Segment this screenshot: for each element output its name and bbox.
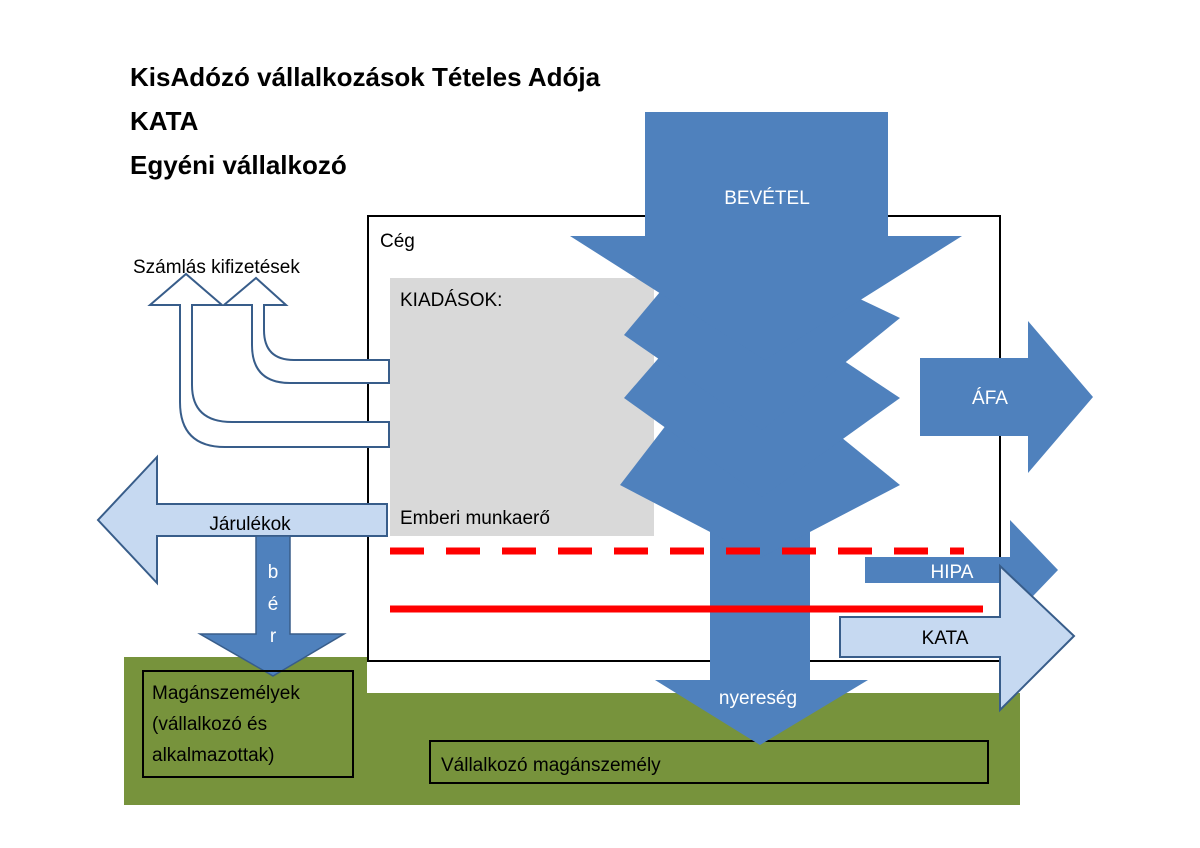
profit-label: nyereség bbox=[719, 688, 797, 709]
company-label: Cég bbox=[380, 231, 415, 252]
contributions-label: Járulékok bbox=[209, 514, 291, 535]
salary-letter-1: b bbox=[268, 562, 279, 583]
expenses-box bbox=[390, 278, 654, 536]
vat-label: ÁFA bbox=[972, 388, 1008, 409]
salary-letter-2: é bbox=[268, 594, 279, 615]
salary-arrow bbox=[197, 535, 347, 677]
revenue-label: BEVÉTEL bbox=[724, 188, 810, 209]
entrepreneur-label: Vállalkozó magánszemély bbox=[441, 755, 661, 776]
human-labor-label: Emberi munkaerő bbox=[400, 508, 550, 529]
kata-arrow bbox=[839, 563, 1076, 713]
expenses-heading: KIADÁSOK: bbox=[400, 290, 502, 311]
invoiced-payment-arrow-outer bbox=[147, 272, 390, 448]
invoiced-payments-label: Számlás kifizetések bbox=[133, 257, 300, 278]
private-persons-line-2: (vállalkozó és bbox=[152, 714, 267, 735]
hipa-arrow bbox=[865, 520, 1058, 620]
kata-label: KATA bbox=[922, 628, 969, 649]
entrepreneur-box bbox=[429, 740, 989, 784]
private-persons-line-1: Magánszemélyek bbox=[152, 683, 300, 704]
title-line-3: Egyéni vállalkozó bbox=[130, 150, 347, 180]
invoiced-payment-arrow-inner bbox=[221, 276, 390, 384]
contributions-arrow bbox=[96, 454, 388, 586]
hipa-label: HIPA bbox=[931, 562, 974, 583]
title-line-1: KisAdózó vállalkozások Tételes Adója bbox=[130, 62, 601, 92]
salary-letter-3: r bbox=[270, 626, 277, 647]
vat-arrow bbox=[920, 321, 1093, 473]
private-persons-line-3: alkalmazottak) bbox=[152, 745, 275, 766]
title-line-2: KATA bbox=[130, 106, 199, 136]
private-persons-box bbox=[142, 670, 354, 778]
revenue-arrow bbox=[570, 112, 962, 360]
